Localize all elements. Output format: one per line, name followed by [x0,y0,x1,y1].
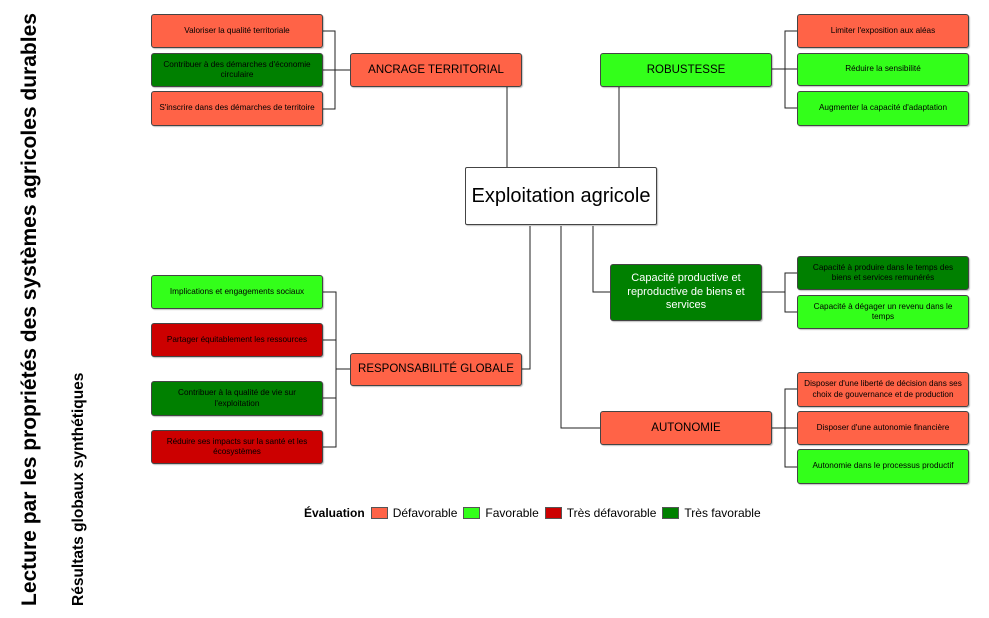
ancrage-item-1: Valoriser la qualité territoriale [151,14,323,48]
legend-title: Évaluation [304,506,365,520]
responsabilite-item-4-label: Réduire ses impacts sur la santé et les … [166,436,308,456]
autonomie-item-1-label: Disposer d'une liberté de décision dans … [804,379,962,399]
category-capacite: Capacité productive et reproductive de b… [610,264,762,321]
category-ancrage-label: ANCRAGE TERRITORIAL [368,63,504,76]
connector-root-autonomie [560,226,600,429]
category-responsabilite-label: RESPONSABILITÉ GLOBALE [358,363,514,376]
robustesse-item-3-label: Augmenter la capacité d'adaptation [818,103,948,113]
category-ancrage: ANCRAGE TERRITORIAL [350,53,522,87]
capacite-item-1-label: Capacité à produire dans le temps des bi… [812,262,954,282]
autonomie-item-2: Disposer d'une autonomie financière [797,411,969,445]
connector-robustesse-subs [772,30,797,109]
connector-root-responsabilite [522,226,531,370]
legend-swatch-tres-favorable [662,507,680,519]
legend-label-favorable: Favorable [485,506,539,520]
legend-swatch-tres-defavorable [544,507,562,519]
connector-autonomie-subs [772,388,797,468]
robustesse-item-1-label: Limiter l'exposition aux aléas [830,25,936,35]
ancrage-item-1-label: Valoriser la qualité territoriale [184,25,290,35]
responsabilite-item-3: Contribuer à la qualité de vie sur l'exp… [151,381,323,416]
capacite-item-1: Capacité à produire dans le temps des bi… [797,256,969,290]
category-robustesse-label: ROBUSTESSE [646,63,726,76]
responsabilite-item-1-label: Implications et engagements sociaux [169,286,305,296]
robustesse-item-2-label: Réduire la sensibilité [845,64,921,74]
autonomie-item-3: Autonomie dans le processus productif [797,449,969,484]
root-node-label: Exploitation agricole [471,184,651,207]
legend-swatch-favorable [463,507,481,519]
category-autonomie-label: AUTONOMIE [651,421,721,434]
connector-ancrage-subs [323,30,350,110]
legend-label-tres-favorable: Très favorable [684,506,761,520]
autonomie-item-1: Disposer d'une liberté de décision dans … [797,372,969,407]
responsabilite-item-3-label: Contribuer à la qualité de vie sur l'exp… [178,388,296,408]
autonomie-item-2-label: Disposer d'une autonomie financière [816,422,950,432]
robustesse-item-1: Limiter l'exposition aux aléas [797,14,969,48]
legend-label-tres-defavorable: Très défavorable [566,506,657,520]
autonomie-item-3-label: Autonomie dans le processus productif [812,461,954,471]
responsabilite-item-4: Réduire ses impacts sur la santé et les … [151,430,323,464]
responsabilite-item-1: Implications et engagements sociaux [151,275,323,309]
connector-root-capacite [592,226,610,293]
responsabilite-item-2: Partager équitablement les ressources [151,323,323,357]
connector-capacite-subs [762,272,797,313]
category-capacite-label: Capacité productive et reproductive de b… [627,271,745,312]
ancrage-item-2: Contribuer à des démarches d'économie ci… [151,53,323,87]
category-robustesse: ROBUSTESSE [600,53,772,87]
capacite-item-2-label: Capacité à dégager un revenu dans le tem… [813,301,953,321]
ancrage-item-3: S'inscrire dans des démarches de territo… [151,91,323,126]
root-node: Exploitation agricole [465,167,657,225]
category-responsabilite: RESPONSABILITÉ GLOBALE [350,353,522,386]
category-autonomie: AUTONOMIE [600,411,772,445]
legend-label-defavorable: Défavorable [392,506,458,520]
connector-responsabilite-subs [323,291,350,448]
ancrage-item-2-label: Contribuer à des démarches d'économie ci… [163,59,311,79]
responsabilite-item-2-label: Partager équitablement les ressources [166,334,308,344]
legend-swatch-defavorable [370,507,388,519]
ancrage-item-3-label: S'inscrire dans des démarches de territo… [159,103,315,113]
capacite-item-2: Capacité à dégager un revenu dans le tem… [797,295,969,329]
robustesse-item-2: Réduire la sensibilité [797,53,969,86]
legend: Évaluation Défavorable Favorable Très dé… [304,506,767,520]
robustesse-item-3: Augmenter la capacité d'adaptation [797,91,969,126]
